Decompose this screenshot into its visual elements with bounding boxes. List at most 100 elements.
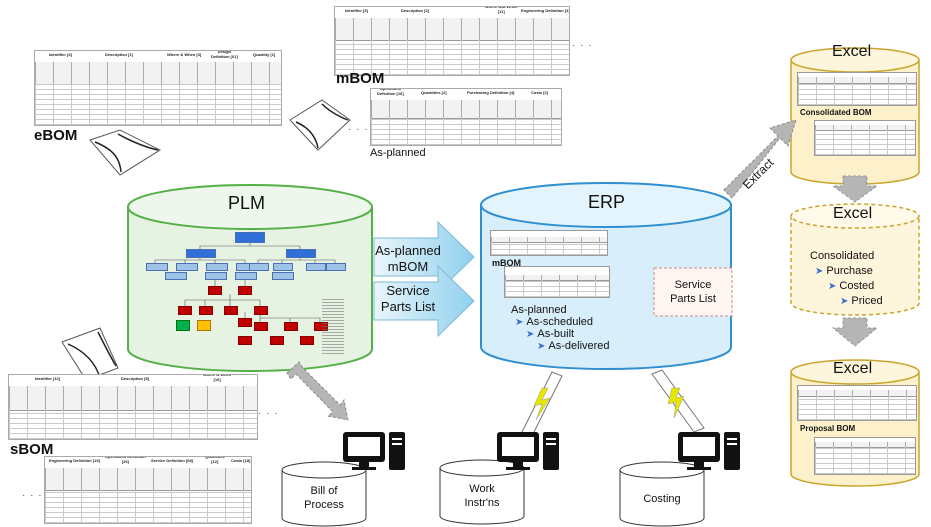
tree-level2b-node <box>235 272 257 280</box>
mbom-header-description: Description [2] <box>401 8 430 13</box>
sbom-table: Identifier [12] Description [8] Where & … <box>8 374 258 440</box>
sbom2-header-costs: Costs [18] <box>231 458 251 463</box>
tree-side-list <box>322 298 344 354</box>
tree-red-node <box>238 336 252 345</box>
sbom-header-identifier: Identifier [12] <box>35 376 61 381</box>
asplanned-header-costs: Costs [2] <box>531 90 549 95</box>
erp-step-asscheduled: ➤As-scheduled <box>515 316 594 328</box>
mbom-label: mBOM <box>336 70 385 87</box>
flow-arrow-asplanned <box>373 220 475 294</box>
arrow-right-icon: ➤ <box>526 329 535 340</box>
tree-level2-node <box>273 263 293 271</box>
ebom-header-identifier: Identifier [4] <box>49 52 72 57</box>
sbom2-header-engineering: Engineering Definition [19] <box>49 458 100 463</box>
flow-arrow-serviceparts-label: Service Parts List <box>380 283 436 314</box>
sbom-label: sBOM <box>10 441 54 458</box>
asplanned-header-operations: Operations Definition [16] <box>377 88 404 96</box>
asplanned-label: As-planned <box>370 147 426 159</box>
tree-level2-node <box>326 263 346 271</box>
bill-of-process-label: Bill of Process <box>304 485 344 511</box>
sbom-ellipsis: · · · <box>258 408 279 419</box>
plm-tree-lines <box>154 242 336 322</box>
mbom-ellipsis: · · · <box>572 40 593 51</box>
computer-icon-2 <box>497 432 559 470</box>
erp-step-asdelivered: ➤As-delivered <box>537 340 610 352</box>
tree-yellow-node <box>197 320 211 331</box>
tree-level2-node <box>176 263 198 271</box>
asplanned-table: Operations Definition [16] Quantities [2… <box>370 88 562 146</box>
erp-step-asbuilt: ➤As-built <box>526 328 575 340</box>
database-work-instructions <box>439 459 525 525</box>
ebom-label: eBOM <box>34 127 78 144</box>
sbom-connector <box>61 327 119 381</box>
sbom-header-description: Description [8] <box>121 376 150 381</box>
excel-top-sheet <box>797 72 917 106</box>
tree-level1-node <box>186 249 216 258</box>
flow-arrow-serviceparts <box>373 264 475 338</box>
tree-level2b-node <box>165 272 187 280</box>
tree-level2b-node <box>272 272 294 280</box>
sbom2-header-operations: Operations Definition [26] <box>105 456 146 464</box>
tree-red-node <box>199 306 213 315</box>
excel-middle-title: Consolidated <box>810 250 875 262</box>
sbom2-header-quantities: Quantities [12] <box>205 456 225 464</box>
excel-bottom-caption: Proposal BOM <box>800 424 856 433</box>
tree-red-node <box>254 306 268 315</box>
excel-bottom-sheet-2 <box>814 437 916 475</box>
plm-bop-arrow <box>286 361 349 421</box>
mbom-connector <box>289 99 351 151</box>
sbom2-ellipsis: · · · <box>22 490 43 501</box>
mbom-header-where-when: Where and When [11] <box>485 6 518 14</box>
ebom-header-description: Description [1] <box>105 52 134 57</box>
ebom-table: Identifier [4] Description [1] Where & W… <box>34 50 282 126</box>
tree-level2-node <box>206 263 228 271</box>
excel-middle-label: Excel <box>833 205 873 222</box>
asplanned-header-purchasing: Purchasing Definition [4] <box>467 90 515 95</box>
ebom-header-design-definition: Design Definition [01] <box>211 50 238 59</box>
excel-flow-arrow-2 <box>831 317 879 347</box>
work-instructions-label: Work Instr'ns <box>464 483 500 509</box>
arrow-right-icon: ➤ <box>840 296 849 307</box>
tree-red-node <box>208 286 222 295</box>
database-costing <box>619 461 705 527</box>
tree-level2b-node <box>205 272 227 280</box>
flow-arrow-asplanned-label: As-planned mBOM <box>375 243 441 274</box>
tree-red-node <box>238 286 252 295</box>
computer-icon-3 <box>678 432 740 470</box>
tree-red-node <box>178 306 192 315</box>
excel-flow-arrow-1 <box>831 175 879 203</box>
tree-red-node <box>300 336 314 345</box>
extract-arrow <box>723 119 797 199</box>
erp-service-parts-label: Service Parts List <box>670 279 716 305</box>
tree-green-node <box>176 320 190 331</box>
excel-bottom-sheet <box>797 385 917 421</box>
excel-top-label: Excel <box>832 43 872 60</box>
excel-top-sheet-2 <box>814 120 916 156</box>
ebom-connector <box>89 129 162 176</box>
tree-red-node <box>238 318 252 327</box>
erp-step-asplanned: As-planned <box>511 304 567 316</box>
tree-red-node <box>284 322 298 331</box>
erp-mbom-label: mBOM <box>492 258 521 268</box>
tree-level2-node <box>146 263 168 271</box>
database-bill-of-process <box>281 461 367 527</box>
excel-middle-item-costed: ➤Costed <box>828 280 875 292</box>
tree-red-node <box>270 336 284 345</box>
computer-icon-1 <box>343 432 405 470</box>
sbom-definition-table: Engineering Definition [19] Operations D… <box>44 456 252 524</box>
erp-label: ERP <box>588 192 626 212</box>
service-parts-note <box>653 267 733 317</box>
arrow-right-icon: ➤ <box>537 341 546 352</box>
erp-mbom-mini-table <box>490 230 608 256</box>
asplanned-ellipsis: · · · <box>348 124 369 135</box>
ebom-header-quantity: Quantity [1] <box>253 52 276 57</box>
tree-red-node <box>254 322 268 331</box>
sbom2-header-service: Service Definition [68] <box>151 458 194 463</box>
mbom-table: Identifier [3] Description [2] Where and… <box>334 6 570 76</box>
costing-label: Costing <box>643 493 681 505</box>
excel-bottom-label: Excel <box>833 360 873 377</box>
arrow-right-icon: ➤ <box>815 266 824 277</box>
tree-red-node <box>224 306 238 315</box>
excel-middle-cylinder <box>790 203 920 316</box>
sbom-header-where-when: Where & When [16] <box>203 374 232 382</box>
